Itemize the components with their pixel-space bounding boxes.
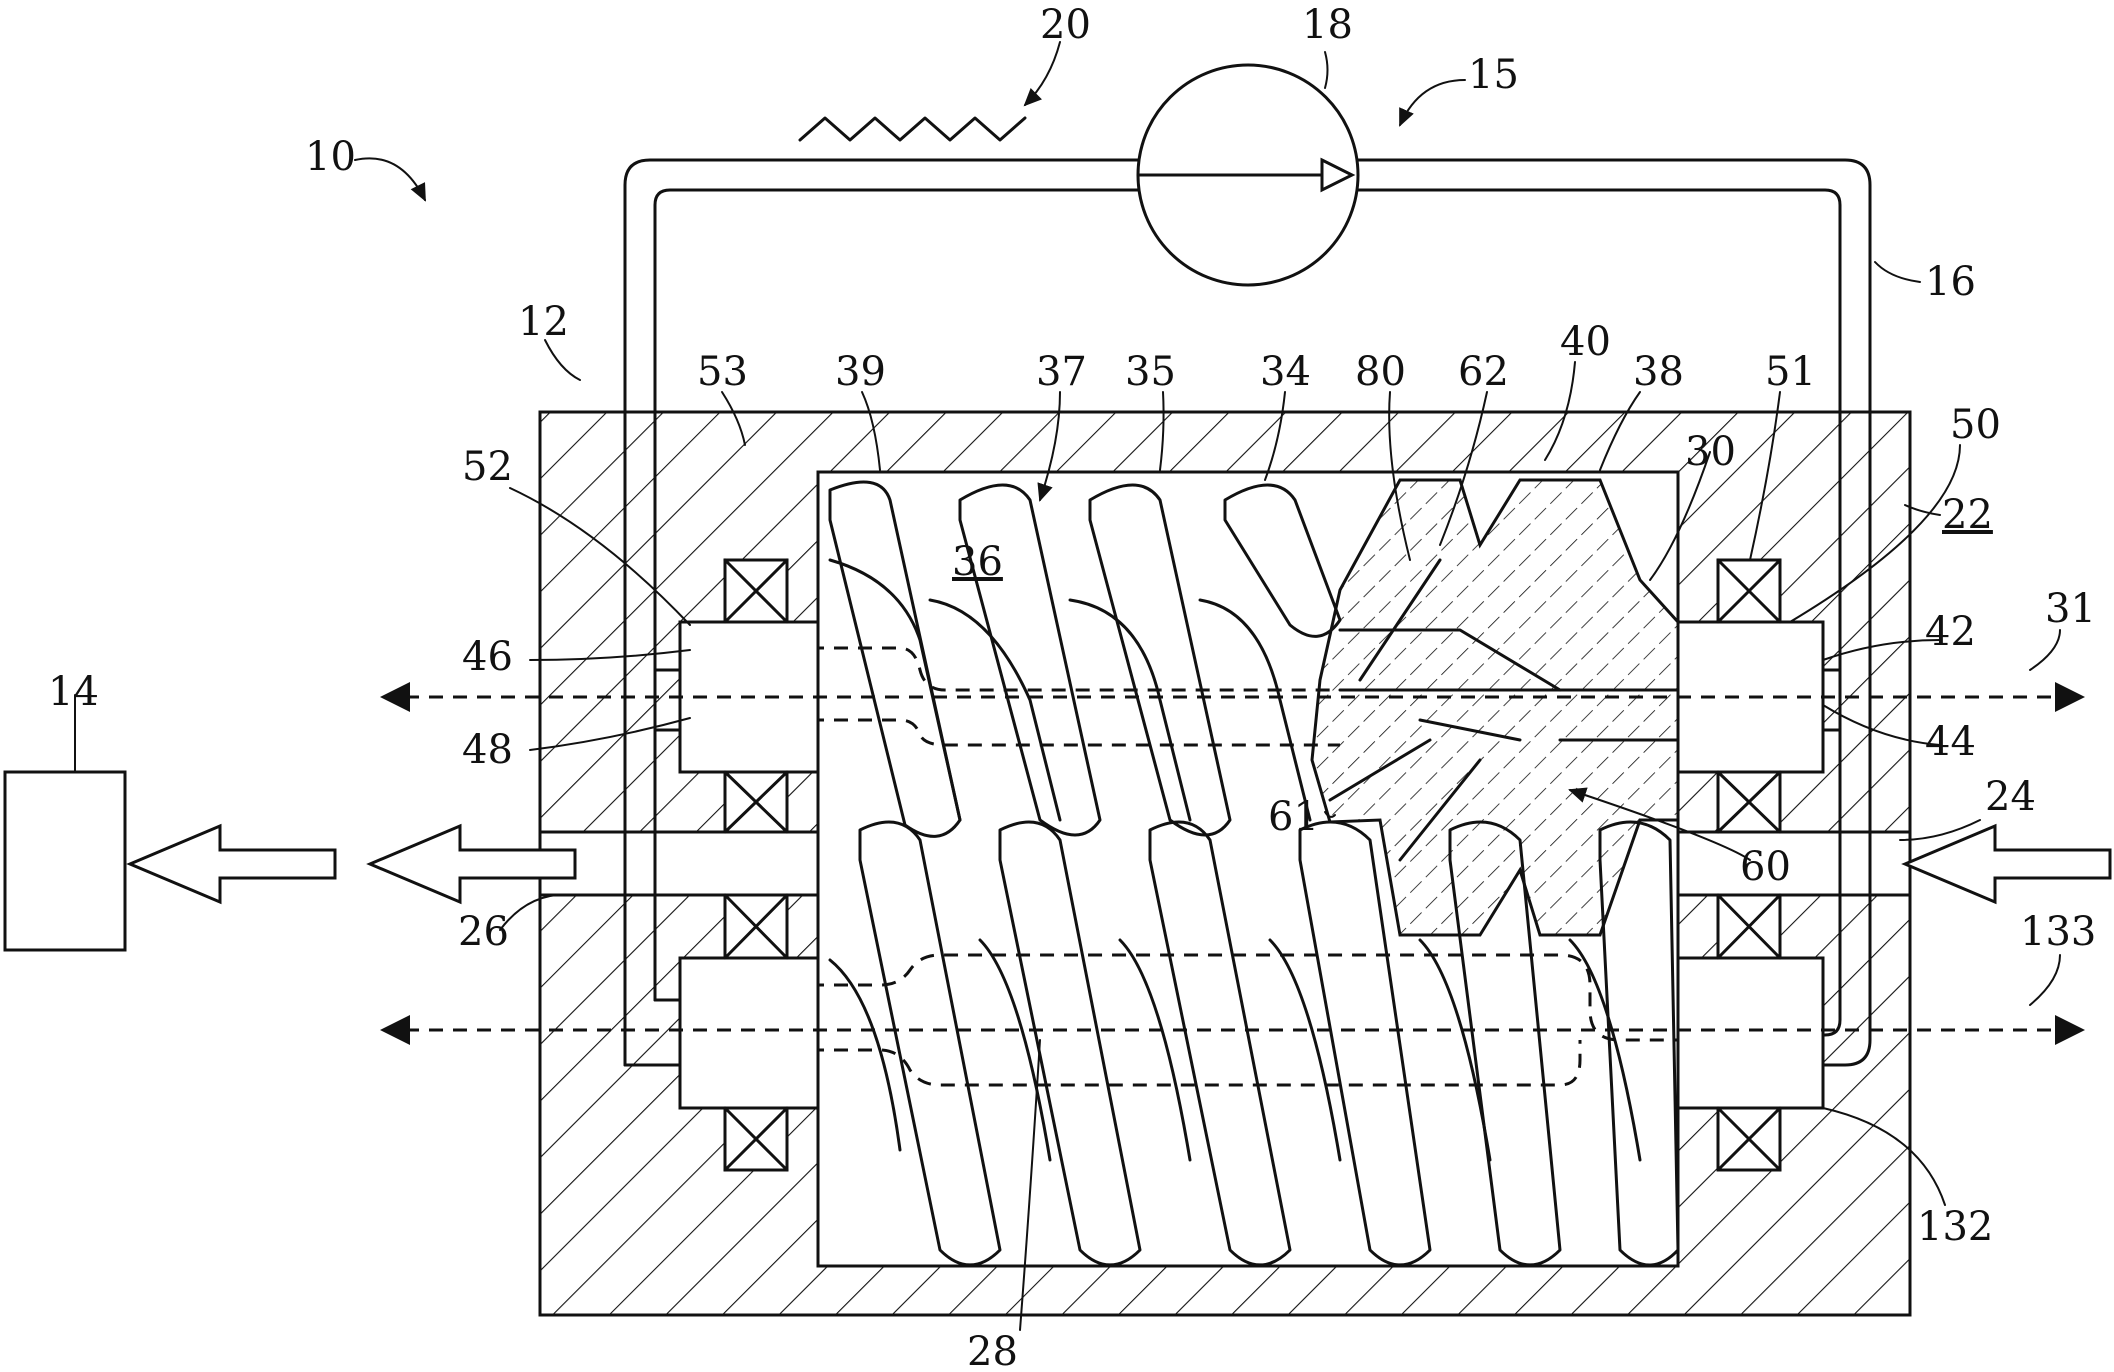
label-channel-branch: 62	[1458, 349, 1509, 395]
label-thread-b: 35	[1125, 349, 1176, 395]
bearing-left-lower-top	[723, 893, 789, 960]
label-right-bore-upper: 42	[1925, 609, 1976, 655]
right-lower-shaft-end	[1676, 956, 1825, 1110]
label-rotor-body: 30	[1685, 429, 1736, 475]
label-channel-gap: 80	[1355, 349, 1406, 395]
label-flank-c: 40	[1560, 319, 1611, 365]
inlet-flow-arrow	[1901, 823, 2112, 905]
label-external-unit: 14	[48, 669, 99, 715]
label-housing: 12	[518, 299, 569, 345]
bearing-right-upper-top	[1716, 558, 1782, 624]
label-flank-b: 39	[835, 349, 886, 395]
label-lower-shaft-axis: 133	[2020, 909, 2096, 955]
label-right-bearing-upper: 51	[1765, 349, 1816, 395]
bearing-right-lower-bottom	[1716, 1106, 1782, 1172]
bearing-right-upper-bottom	[1716, 770, 1782, 834]
flow-arrows	[126, 682, 2112, 1045]
label-left-bore-upper: 46	[462, 634, 513, 680]
label-inlet: 24	[1985, 774, 2036, 820]
channel-branch	[1338, 628, 1562, 692]
outlet-flow-arrow	[366, 823, 577, 905]
pump-arrow-icon	[1320, 157, 1356, 193]
left-lower-shaft-end	[678, 956, 820, 1110]
label-upper-shaft-axis: 31	[2045, 586, 2096, 632]
label-left-bearing-upper: 53	[697, 349, 748, 395]
leader-lines	[74, 41, 2061, 1331]
reference-labels: 10 12 14 15 16 18 20 22 24 26 28 30 31 3…	[48, 2, 2096, 1372]
heat-exchanger-zigzag	[798, 116, 1027, 142]
label-chamber: 36	[952, 539, 1003, 585]
bearing-right-lower-top	[1716, 893, 1782, 960]
label-left-shaft-end: 52	[462, 444, 513, 490]
label-heat-exchanger: 20	[1040, 2, 1091, 48]
label-pump: 18	[1302, 2, 1353, 48]
label-housing-right: 22	[1942, 492, 1993, 538]
upper-rotor-core	[1310, 478, 1678, 937]
bearing-left-upper-top	[723, 558, 789, 624]
label-cooling-circuit: 15	[1468, 52, 1519, 98]
bearing-left-lower-bottom	[723, 1106, 789, 1172]
label-right-bearing-lower: 132	[1917, 1204, 1993, 1250]
cooling-circuit	[623, 63, 1872, 1067]
label-left-bore-lower: 48	[462, 727, 513, 773]
external-unit-box	[3, 770, 127, 952]
label-right-shaft-end: 50	[1950, 402, 2001, 448]
circuit-pipe-outer	[623, 158, 1872, 1067]
delivery-flow-arrow	[126, 823, 337, 905]
bearing-left-upper-bottom	[723, 770, 789, 834]
outlet-channel	[540, 832, 818, 895]
label-channel-outlet: 61	[1268, 794, 1319, 840]
rotors	[818, 478, 1678, 1266]
label-lower-rotor: 28	[967, 1329, 1018, 1372]
label-flank-a: 38	[1633, 349, 1684, 395]
lower-rotor-threads	[828, 820, 1678, 1266]
label-outlet: 26	[458, 909, 509, 955]
label-channel-system: 60	[1740, 844, 1791, 890]
circuit-pipe-inner	[653, 188, 1842, 1037]
label-circuit-line: 16	[1925, 259, 1976, 305]
label-right-bore-lower: 44	[1925, 719, 1976, 765]
upper-cooling-bore	[818, 646, 1340, 692]
lower-cooling-bore	[818, 953, 1678, 1042]
label-chamber-arrow: 37	[1036, 349, 1087, 395]
label-thread-a: 34	[1260, 349, 1311, 395]
label-system: 10	[305, 134, 356, 180]
housing	[538, 410, 1912, 1317]
